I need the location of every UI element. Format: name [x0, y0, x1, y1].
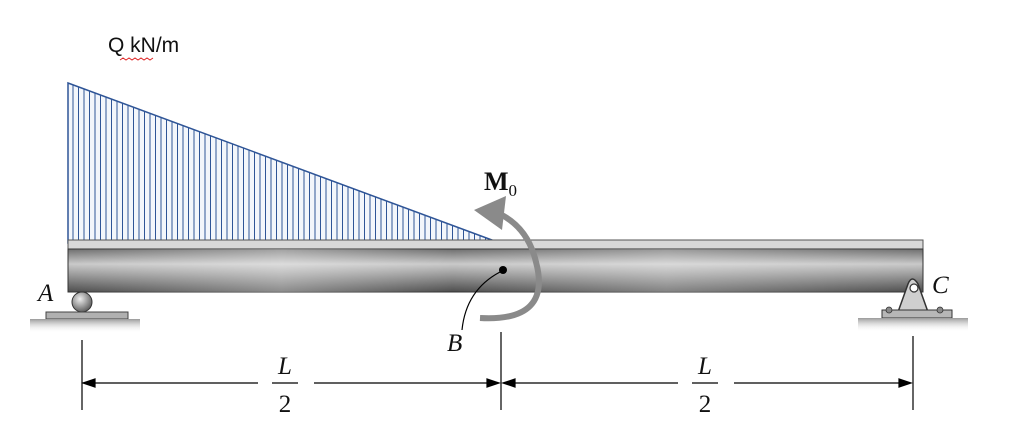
moment-label: M0 — [484, 167, 517, 200]
moment-arc — [479, 211, 542, 322]
load-hatching — [72, 84, 497, 243]
beam — [67, 239, 924, 293]
pin-support-c — [858, 278, 968, 332]
point-b-dot — [499, 266, 507, 274]
dim-left-denominator: 2 — [279, 391, 292, 418]
spellcheck-squiggle — [119, 57, 154, 61]
beam-sheen — [68, 249, 923, 292]
point-b-label: B — [447, 330, 462, 357]
roller-plate — [45, 311, 129, 320]
dim-arrow-left-start — [81, 378, 96, 388]
moment-arrowhead — [474, 196, 506, 230]
roller-support-a — [30, 291, 140, 333]
dim-left-numerator: L — [277, 353, 292, 380]
dim-arrow-right-start — [501, 378, 516, 388]
pin-hole — [909, 283, 919, 293]
roller-ball — [71, 291, 93, 313]
bolt-right — [936, 306, 944, 314]
pin-ground — [858, 318, 968, 332]
distributed-load — [67, 81, 501, 244]
load-label: Q kN/m — [108, 34, 179, 57]
dim-arrow-left-end — [486, 378, 501, 388]
dim-arrow-right-end — [898, 378, 913, 388]
dim-right-numerator: L — [697, 353, 712, 380]
moment-subscript: 0 — [509, 181, 518, 200]
point-c-label: C — [932, 272, 949, 299]
roller-ground — [30, 319, 140, 333]
load-triangle — [67, 81, 501, 244]
bolt-left — [885, 306, 893, 314]
couple-moment: M0 — [474, 167, 542, 322]
pin-bracket — [896, 278, 930, 313]
beam-top-flange — [67, 239, 924, 250]
moment-symbol: M — [484, 167, 509, 196]
dim-right-denominator: 2 — [699, 391, 712, 418]
dimension-lines — [81, 332, 914, 410]
point-a-label: A — [36, 280, 54, 307]
point-b-leader — [461, 271, 501, 331]
